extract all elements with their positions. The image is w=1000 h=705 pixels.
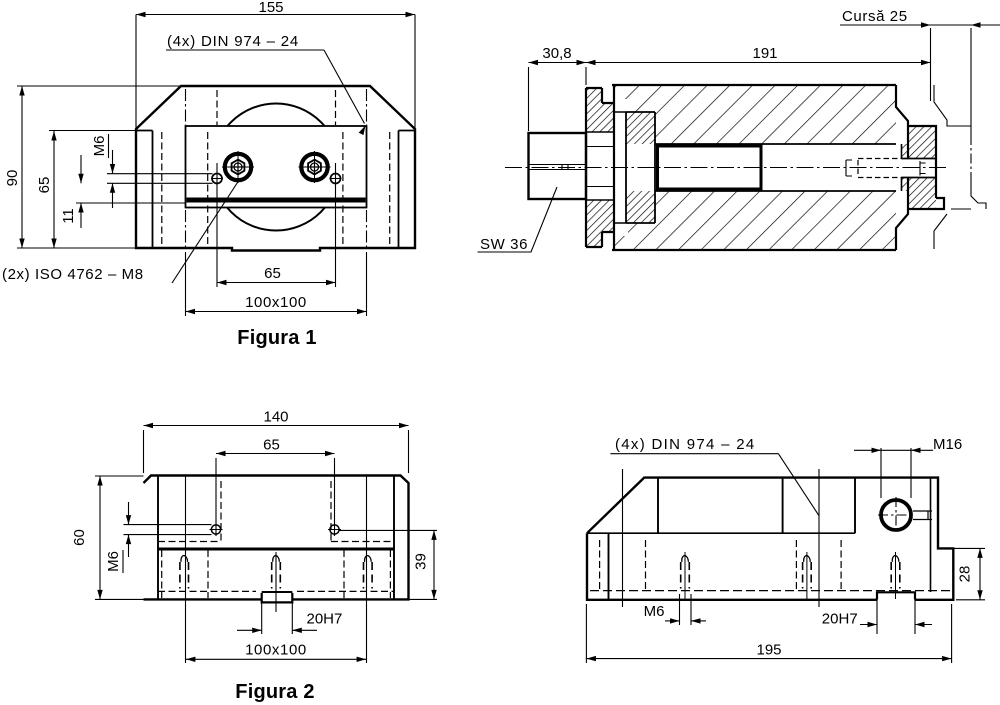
svg-text:60: 60 (71, 529, 88, 546)
svg-text:39: 39 (413, 553, 430, 570)
svg-text:M6: M6 (105, 551, 122, 572)
svg-text:SW 36: SW 36 (480, 236, 528, 253)
svg-text:140: 140 (263, 409, 288, 426)
svg-text:155: 155 (258, 0, 283, 16)
svg-text:11: 11 (60, 208, 77, 224)
svg-text:(4x) DIN 974 – 24: (4x) DIN 974 – 24 (167, 33, 299, 50)
svg-text:28: 28 (957, 566, 974, 583)
svg-text:Figura 2: Figura 2 (235, 681, 314, 703)
svg-text:90: 90 (4, 170, 21, 187)
svg-text:30,8: 30,8 (542, 45, 571, 62)
svg-text:100x100: 100x100 (245, 642, 307, 659)
svg-text:20H7: 20H7 (307, 611, 343, 628)
svg-text:M6: M6 (644, 603, 665, 620)
svg-text:M16: M16 (933, 436, 962, 453)
svg-text:65: 65 (264, 265, 281, 282)
svg-text:195: 195 (756, 642, 781, 659)
svg-text:Cursă 25: Cursă 25 (842, 8, 908, 25)
svg-text:191: 191 (752, 45, 777, 62)
svg-text:(4x) DIN 974 – 24: (4x) DIN 974 – 24 (615, 436, 756, 453)
svg-text:Figura 1: Figura 1 (237, 327, 316, 349)
svg-text:65: 65 (263, 437, 280, 454)
svg-text:65: 65 (36, 177, 53, 194)
svg-text:20H7: 20H7 (822, 611, 858, 628)
svg-text:M6: M6 (91, 136, 108, 157)
svg-text:(2x) ISO 4762 – M8: (2x) ISO 4762 – M8 (2, 266, 144, 283)
svg-text:100x100: 100x100 (245, 294, 307, 311)
